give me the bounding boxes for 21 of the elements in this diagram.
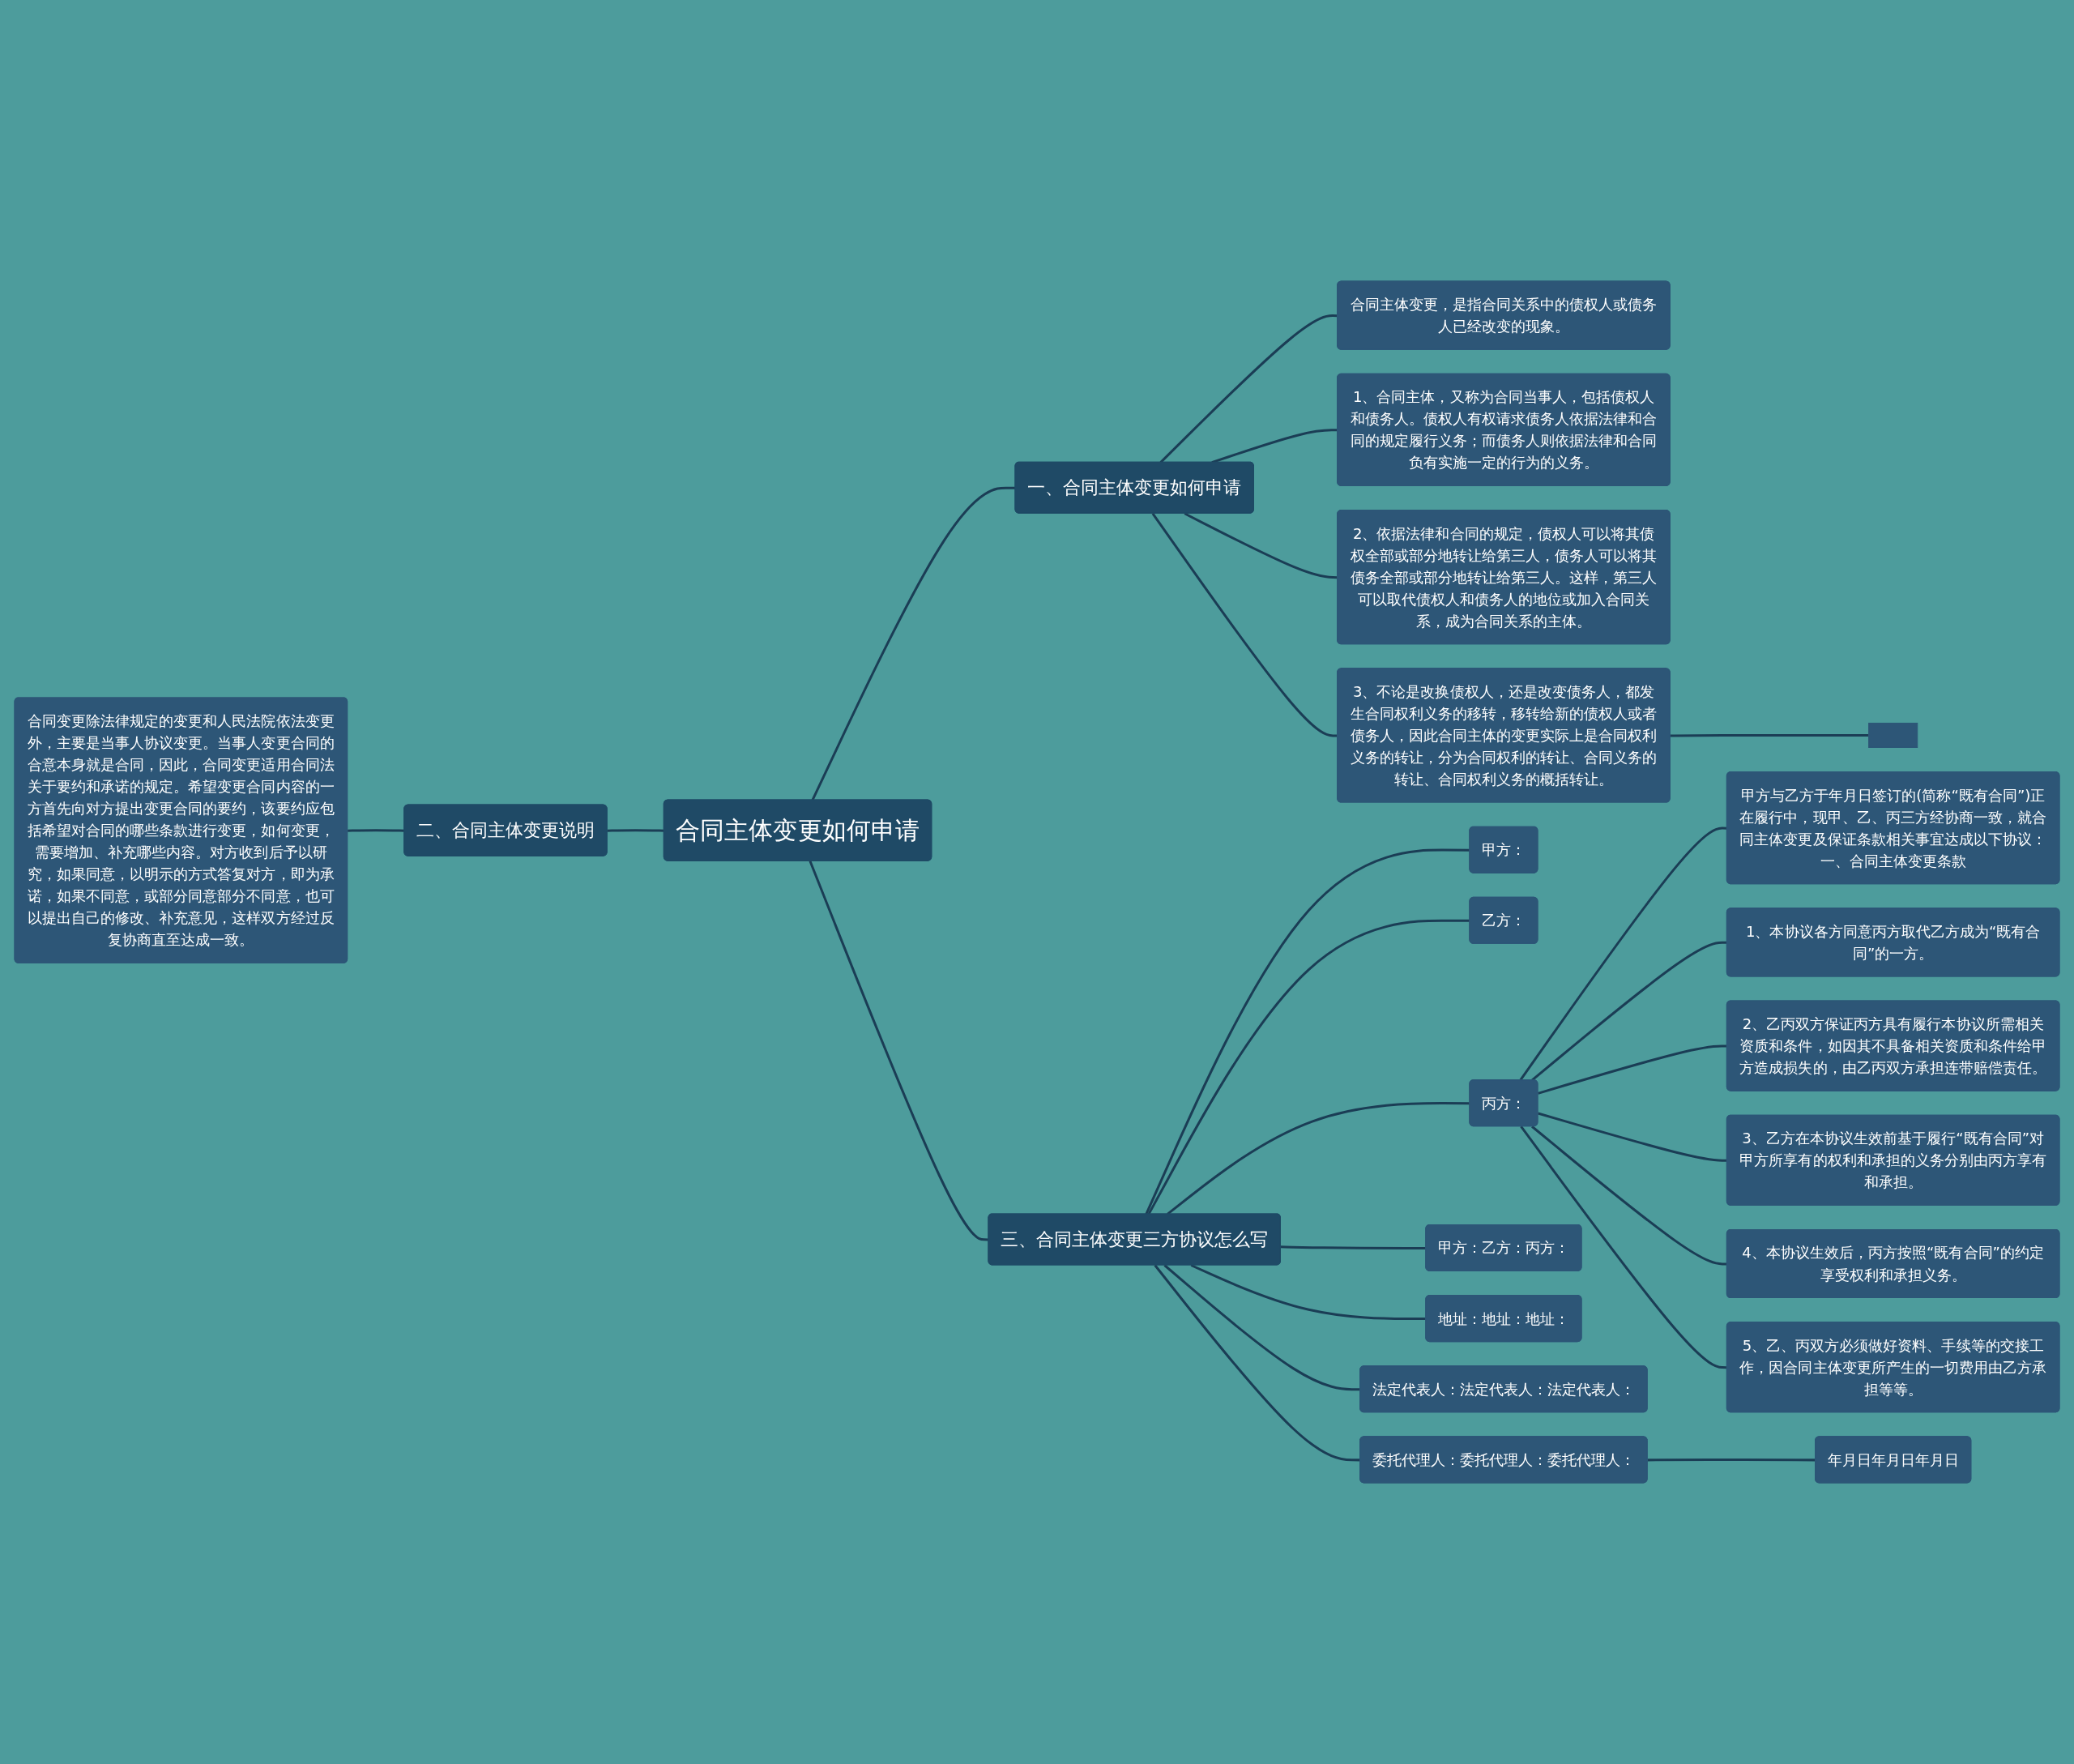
connector [1531, 1125, 1727, 1266]
connector [1145, 848, 1470, 1215]
connector [1647, 1459, 1816, 1462]
connector [1280, 1245, 1427, 1249]
connector [809, 861, 989, 1241]
connector [1163, 1264, 1361, 1391]
connector [1520, 1125, 1727, 1369]
connector [1159, 314, 1338, 463]
connector [1190, 1264, 1427, 1321]
connector [1151, 512, 1338, 737]
connector [1538, 1044, 1727, 1095]
connector [1519, 826, 1727, 1081]
connector [1531, 941, 1727, 1082]
connector [348, 829, 405, 832]
connector [1538, 1112, 1727, 1162]
connector [1154, 1264, 1361, 1462]
connector [1670, 733, 1869, 737]
connector [1184, 512, 1338, 579]
node-box [1868, 722, 1918, 748]
connector [607, 829, 664, 832]
connector [811, 486, 1016, 801]
